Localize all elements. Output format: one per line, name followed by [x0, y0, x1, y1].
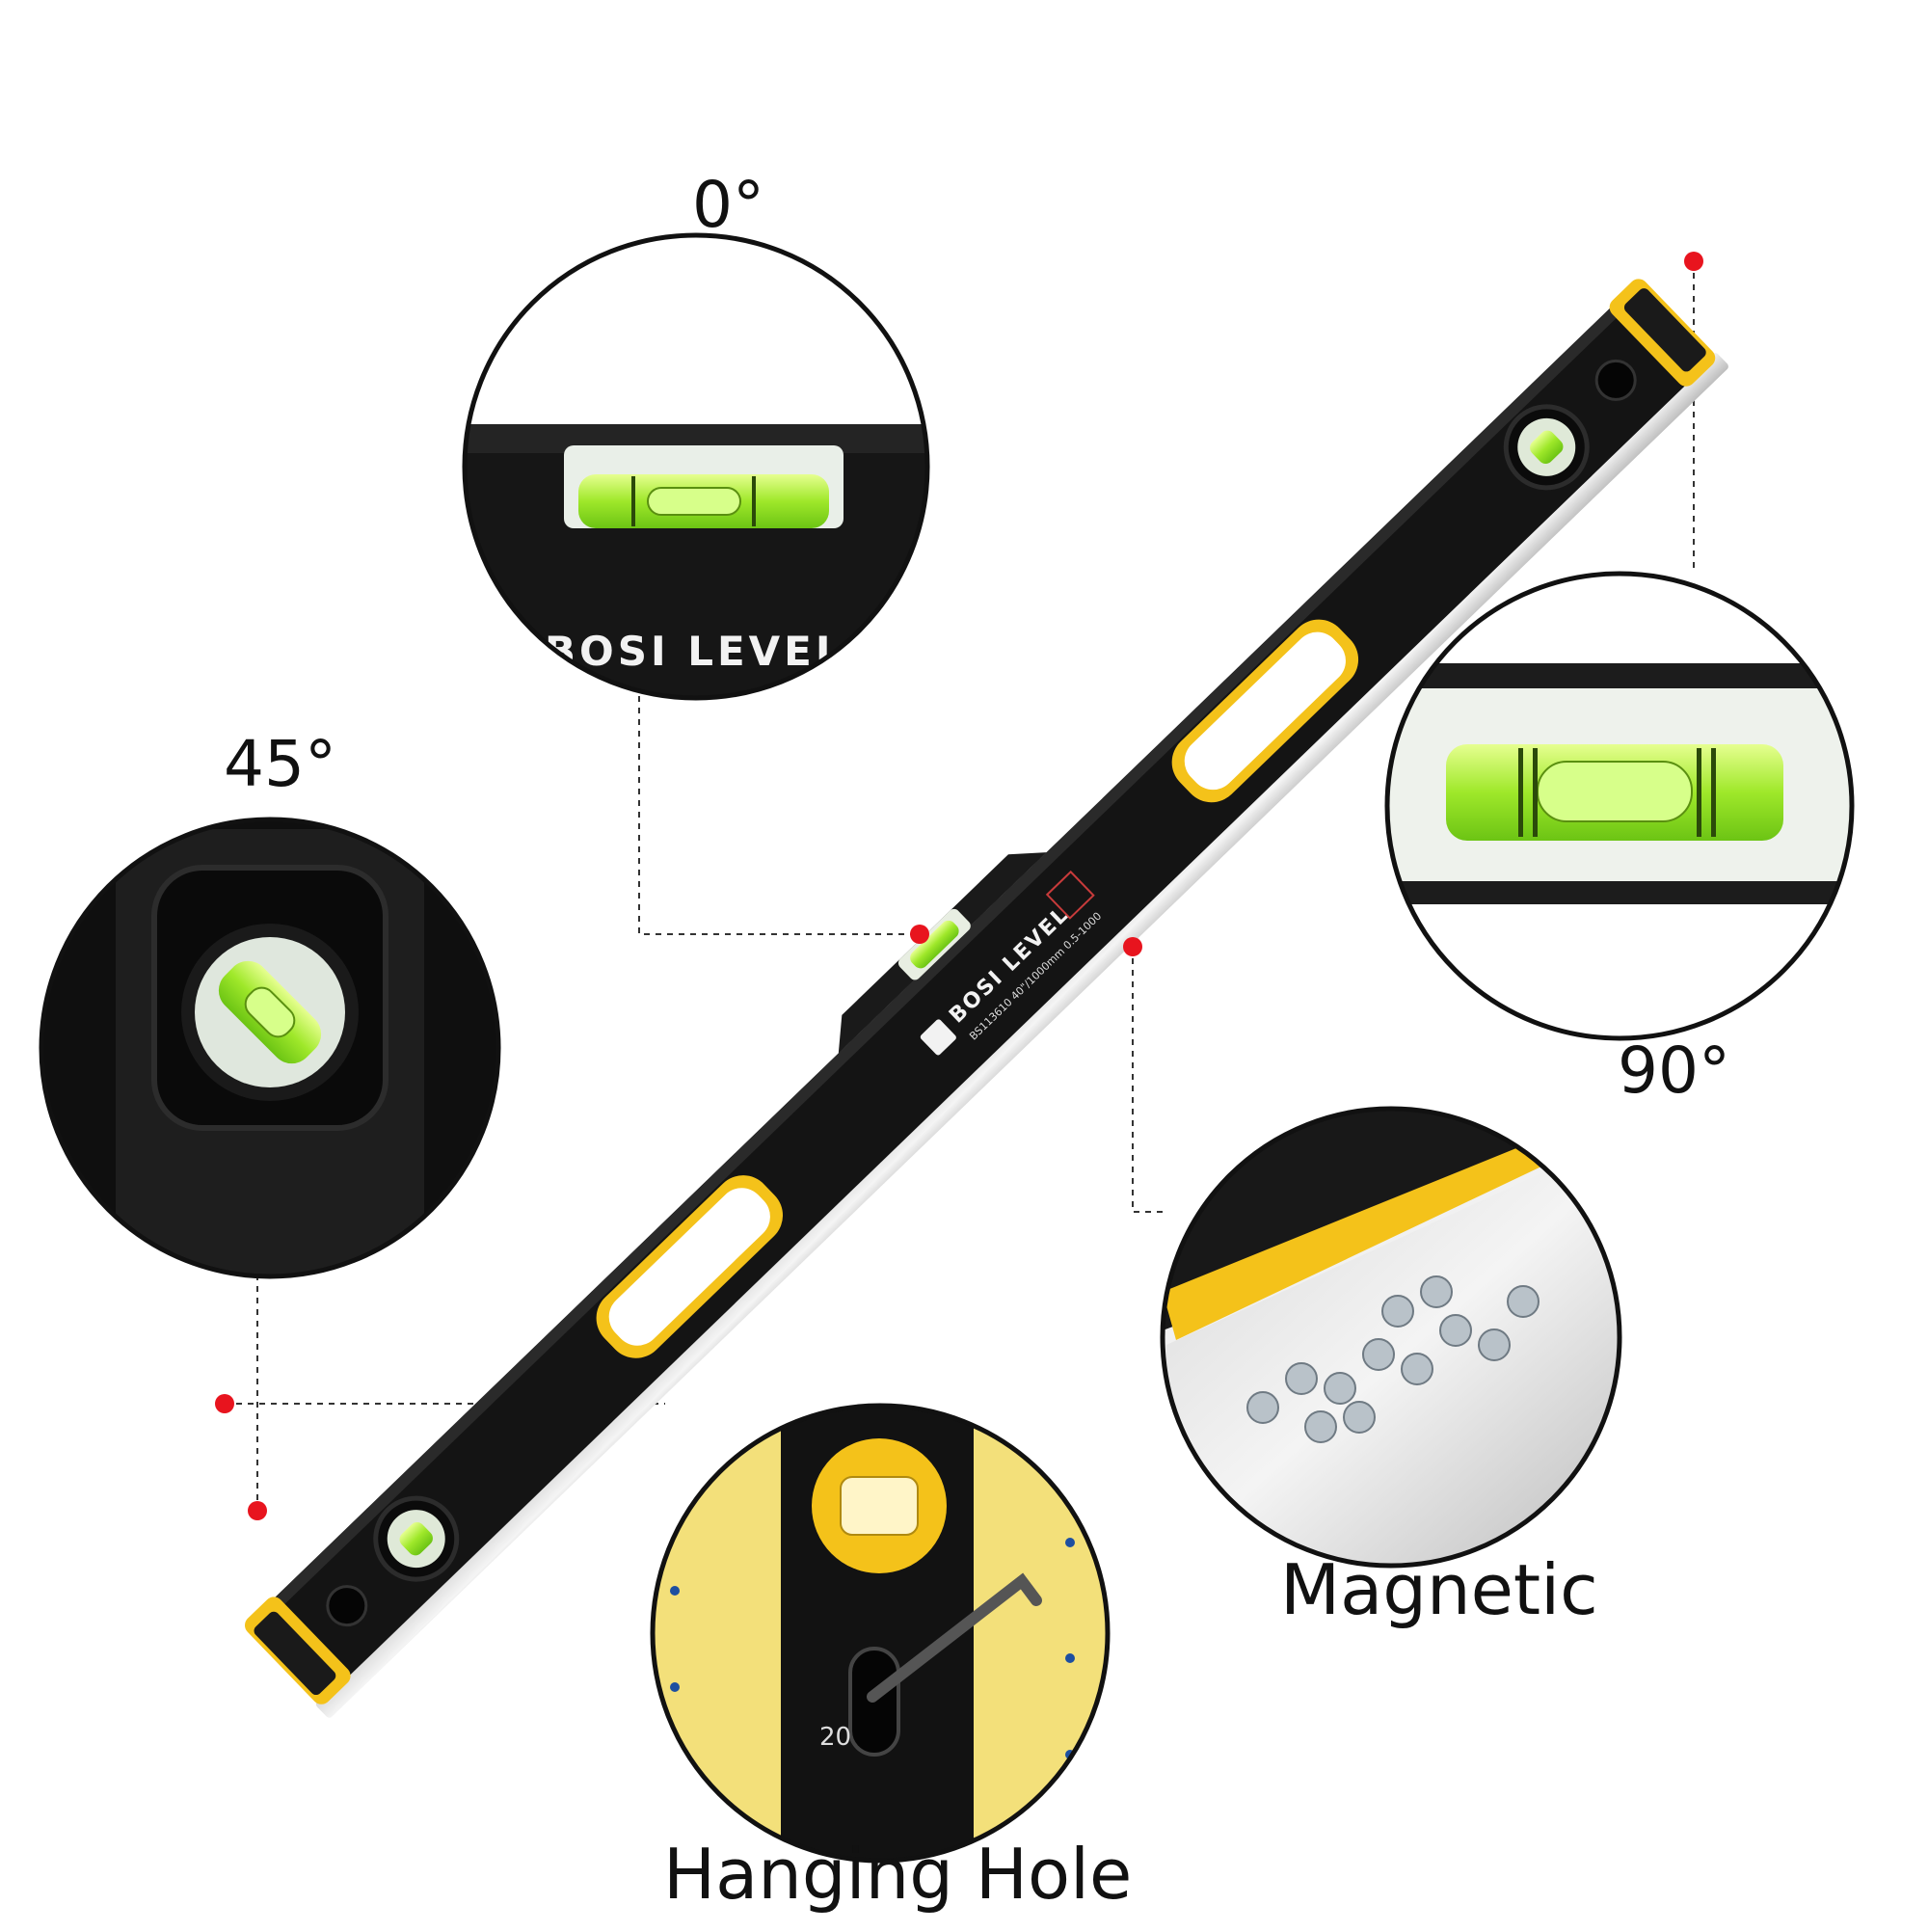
hanging-hole-left	[326, 1585, 368, 1627]
detail-circle-hanging: 20	[650, 1403, 1111, 1864]
hanging-hole-label: Hanging Hole	[663, 1834, 1133, 1915]
angle-0-label: 0°	[692, 168, 764, 242]
detail-circle-magnetic	[1160, 1106, 1622, 1569]
bar-seal-icon	[1045, 870, 1095, 920]
handle-upper	[1171, 619, 1359, 803]
hanging-ruler-number: 20	[819, 1723, 851, 1752]
angle-45-label: 45°	[224, 727, 336, 801]
marker-dot-zero	[910, 925, 929, 944]
vial-45-housing	[373, 1495, 460, 1582]
detail-circle-90	[1384, 571, 1855, 1041]
callout-leader-lines	[225, 261, 1695, 1513]
vial-0-housing	[897, 908, 971, 980]
angle-90-label: 90°	[1618, 1033, 1730, 1108]
magnetic-label: Magnetic	[1280, 1549, 1598, 1630]
marker-dot-magnetic	[1123, 937, 1142, 956]
marker-dot-45	[248, 1501, 267, 1520]
detail-circle-zero: BOSI LEVEL	[462, 232, 930, 701]
leader-line-zero	[638, 696, 919, 935]
screws-icon	[1246, 1275, 1540, 1443]
bar-brand-logo-icon	[920, 1019, 956, 1056]
marker-dots	[215, 252, 1703, 1520]
spirit-level-tool: BOSI LEVEL BS113610 40"/1000mm 0.5-1000	[244, 279, 1728, 1718]
handle-lower	[596, 1175, 784, 1358]
detail-circle-45	[39, 817, 501, 1279]
marker-dot-hanging	[215, 1394, 234, 1413]
zero-circle-brand-text: BOSI LEVEL	[545, 628, 845, 675]
hanging-hole-right	[1594, 359, 1637, 401]
vial-90-housing	[1503, 404, 1590, 491]
marker-dot-90	[1684, 252, 1703, 271]
leader-line-magnetic	[1132, 947, 1166, 1213]
